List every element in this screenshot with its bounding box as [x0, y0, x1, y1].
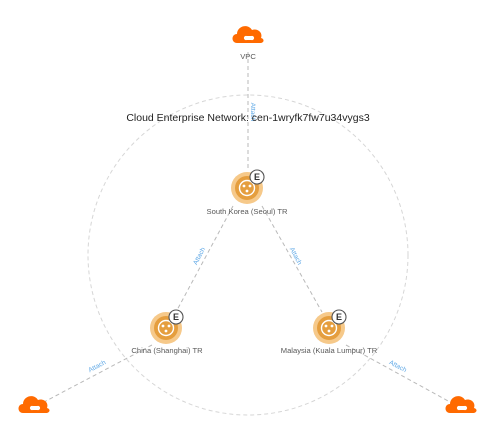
- tr-label-kualalumpur: Malaysia (Kuala Lumpur) TR: [281, 346, 378, 355]
- edition-badge-text: E: [173, 312, 179, 322]
- edge-label-seoul-shanghai: Attach: [192, 246, 207, 266]
- edition-badge: E: [249, 169, 265, 185]
- tr-node-kualalumpur[interactable]: E Malaysia (Kuala Lumpur) TR: [281, 309, 378, 355]
- tr-node-shanghai[interactable]: E China (Shanghai) TR: [131, 309, 203, 355]
- link-shanghai-to-cloud-left: [43, 344, 153, 403]
- edge-label-kualalumpur-cloud: Attach: [388, 359, 408, 374]
- edge-label-shanghai-cloud: Attach: [87, 359, 107, 374]
- connection-lines: [43, 52, 451, 403]
- vpc-node-top[interactable]: VPC: [232, 26, 264, 61]
- cen-boundary-ring: [87, 94, 409, 416]
- edition-badge-text: E: [254, 172, 260, 182]
- tr-label-seoul: South Korea (Seoul) TR: [207, 207, 288, 216]
- cloud-icon: [232, 26, 264, 43]
- link-seoul-to-shanghai: [175, 205, 234, 313]
- cen-title: Cloud Enterprise Network: cen-1wryfk7fw7…: [126, 112, 370, 124]
- vpc-label: VPC: [240, 52, 256, 61]
- cloud-icon: [18, 396, 50, 413]
- link-seoul-to-kualalumpur: [261, 205, 323, 313]
- link-kualalumpur-to-cloud-right: [345, 344, 451, 403]
- cloud-icon: [445, 396, 477, 413]
- edition-badge: E: [331, 309, 347, 325]
- edition-badge-text: E: [336, 312, 342, 322]
- vpc-node-bottom-left[interactable]: [18, 396, 50, 413]
- edge-label-vpc-seoul: Attach: [249, 103, 256, 122]
- edition-badge: E: [168, 309, 184, 325]
- vpc-node-bottom-right[interactable]: [445, 396, 477, 413]
- tr-node-seoul[interactable]: E South Korea (Seoul) TR: [207, 169, 288, 216]
- tr-label-shanghai: China (Shanghai) TR: [131, 346, 203, 355]
